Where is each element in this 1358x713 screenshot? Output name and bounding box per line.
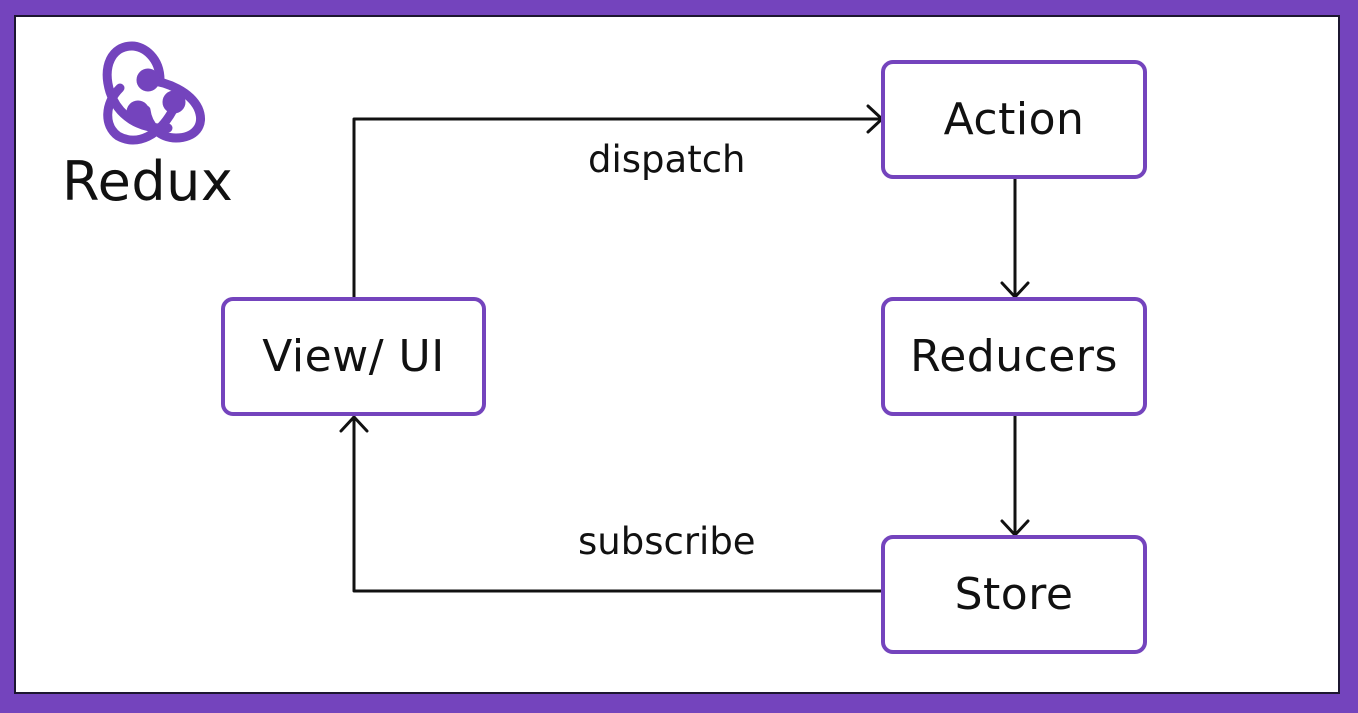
store-node: Store: [881, 535, 1147, 654]
action-node: Action: [881, 60, 1147, 179]
brand-name: Redux: [62, 150, 234, 213]
dispatch-arrow: [352, 117, 884, 300]
redux-logo-icon: [102, 41, 205, 145]
view-ui-node: View/ UI: [221, 297, 486, 416]
connector-lines: [339, 104, 1030, 593]
subscribe-arrow: [352, 415, 884, 593]
dispatch-label: dispatch: [588, 138, 746, 181]
subscribe-label: subscribe: [578, 520, 756, 563]
reducers-node: Reducers: [881, 297, 1147, 416]
subscribe-arrowhead: [339, 415, 369, 433]
